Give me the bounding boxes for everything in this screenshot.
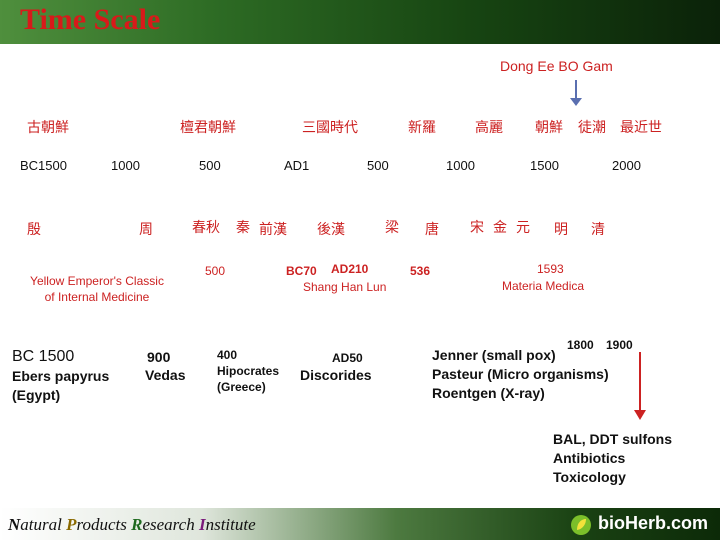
chinese-dynasty: 明	[554, 221, 568, 237]
arrow-down-icon	[634, 352, 646, 420]
header-band	[0, 0, 720, 44]
chinese-dynasty: 春秋	[192, 219, 220, 235]
event-year: 400	[217, 348, 238, 362]
event-year: 1593	[537, 262, 564, 276]
event-year: 536	[410, 264, 431, 278]
korean-period: 高麗	[475, 119, 503, 135]
year-tick: AD1	[284, 158, 310, 173]
event-year: AD210	[331, 262, 369, 276]
callout-dong-ee-bo-gam: Dong Ee BO Gam	[500, 58, 613, 74]
event-year: BC 1500	[12, 348, 75, 365]
chinese-dynasty: 宋	[470, 219, 484, 235]
bottom-note: BAL, DDT sulfons Antibiotics Toxicology	[553, 431, 672, 485]
event-ebers-papyrus: Ebers papyrus (Egypt)	[12, 368, 110, 403]
korean-period: 古朝鮮	[27, 119, 69, 135]
korean-period: 徒潮	[578, 119, 606, 135]
year-tick: 1000	[446, 158, 475, 173]
footer-brand: bioHerb.com	[598, 513, 709, 533]
chinese-dynasty: 殷	[27, 221, 41, 237]
year-tick: 1000	[111, 158, 140, 173]
year-tick: 500	[199, 158, 221, 173]
event-year: 1900	[606, 338, 633, 352]
leaf-logo-icon	[571, 515, 591, 535]
event-materia-medica: Materia Medica	[502, 279, 585, 293]
chinese-dynasty: 周	[139, 221, 153, 237]
chinese-dynasty: 前漢	[259, 221, 287, 237]
event-year: 500	[205, 264, 226, 278]
chinese-dynasty: 清	[591, 221, 605, 237]
chinese-dynasty: 唐	[425, 221, 439, 237]
korean-period: 朝鮮	[535, 119, 563, 135]
slide-title: Time Scale	[20, 3, 161, 36]
year-tick: 2000	[612, 158, 641, 173]
callout-arrow-icon	[570, 80, 582, 106]
event-year: 900	[147, 349, 171, 365]
event-modern-discoveries: Jenner (small pox) Pasteur (Micro organi…	[432, 347, 609, 401]
event-year: AD50	[332, 351, 363, 365]
chinese-dynasty: 後漢	[317, 221, 345, 237]
event-shang-han-lun: Shang Han Lun	[303, 280, 387, 294]
korean-period: 三國時代	[302, 119, 358, 135]
year-tick: 1500	[530, 158, 559, 173]
event-year: 1800	[567, 338, 594, 352]
chinese-dynasty: 元	[516, 219, 530, 235]
year-tick: 500	[367, 158, 389, 173]
korean-period: 新羅	[408, 119, 436, 135]
chinese-dynasty: 秦	[236, 219, 250, 235]
event-yellow-emperor: Yellow Emperor's Classic of Internal Med…	[30, 274, 164, 305]
event-year: BC70	[286, 264, 317, 278]
footer-band	[0, 508, 720, 540]
korean-period: 檀君朝鮮	[180, 119, 236, 135]
event-discorides: Discorides	[300, 367, 372, 383]
chinese-dynasty: 梁	[385, 219, 399, 235]
footer-institute-name: Natural Products Research Institute	[8, 515, 256, 534]
event-hipocrates: Hipocrates (Greece)	[217, 364, 280, 395]
korean-period: 最近世	[620, 119, 662, 135]
chinese-dynasty: 金	[493, 219, 507, 235]
year-tick: BC1500	[20, 158, 67, 173]
event-vedas: Vedas	[145, 367, 186, 383]
